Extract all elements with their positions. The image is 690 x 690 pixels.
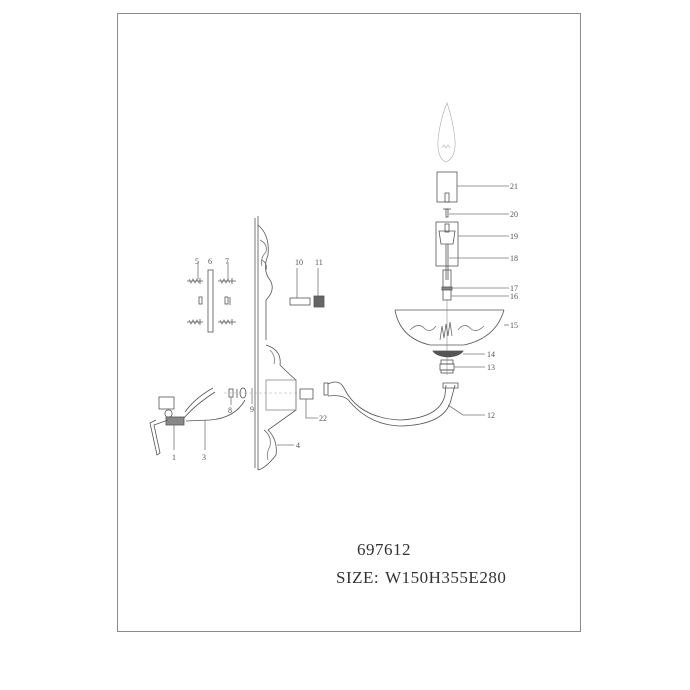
part-8-nut [228,388,234,405]
drawing-frame [117,13,581,632]
part-20-socket [443,208,509,218]
label-21: 21 [510,182,518,191]
size-label: SIZE: [336,568,380,587]
label-3: 3 [202,453,206,462]
label-4: 4 [296,441,300,450]
part-5-screws [187,262,203,325]
label-11: 11 [315,258,323,267]
size-spec: SIZE: W150H355E280 [336,568,512,588]
part-11-cap [313,268,325,308]
label-6: 6 [208,257,212,266]
part-4-wall-plate [254,216,297,471]
label-16: 16 [510,292,518,301]
part-12-arm [323,381,485,427]
label-5: 5 [195,257,199,266]
label-8: 8 [228,406,232,415]
part-9-ground-ring [224,387,300,404]
part-6-mounting-bar [207,269,214,333]
part-3-wire [183,387,246,450]
bulb-icon [437,102,456,163]
label-17: 17 [510,284,518,293]
size-value: W150H355E280 [385,568,507,587]
label-18: 18 [510,254,518,263]
label-13: 13 [487,363,495,372]
part-7-screws [218,262,236,325]
part-18-threaded-rod [445,244,509,280]
label-1: 1 [172,453,176,462]
part-14-nut [432,350,485,358]
label-7: 7 [225,257,229,266]
label-19: 19 [510,232,518,241]
label-15: 15 [510,321,518,330]
part-21-candle-sleeve [436,171,509,203]
label-22: 22 [319,414,327,423]
part-10-spacer [289,268,311,306]
label-9: 9 [250,405,254,414]
part-19-socket-holder [435,221,509,267]
part-16-17-tube [441,269,509,301]
part-1-terminal [149,396,185,456]
label-20: 20 [510,210,518,219]
label-12: 12 [487,411,495,420]
model-number: 697612 [357,540,411,559]
part-15-glass-dish [394,309,509,346]
part-22-connector [299,388,318,419]
part-13-connector [439,359,485,374]
label-10: 10 [295,258,303,267]
label-14: 14 [487,350,495,359]
